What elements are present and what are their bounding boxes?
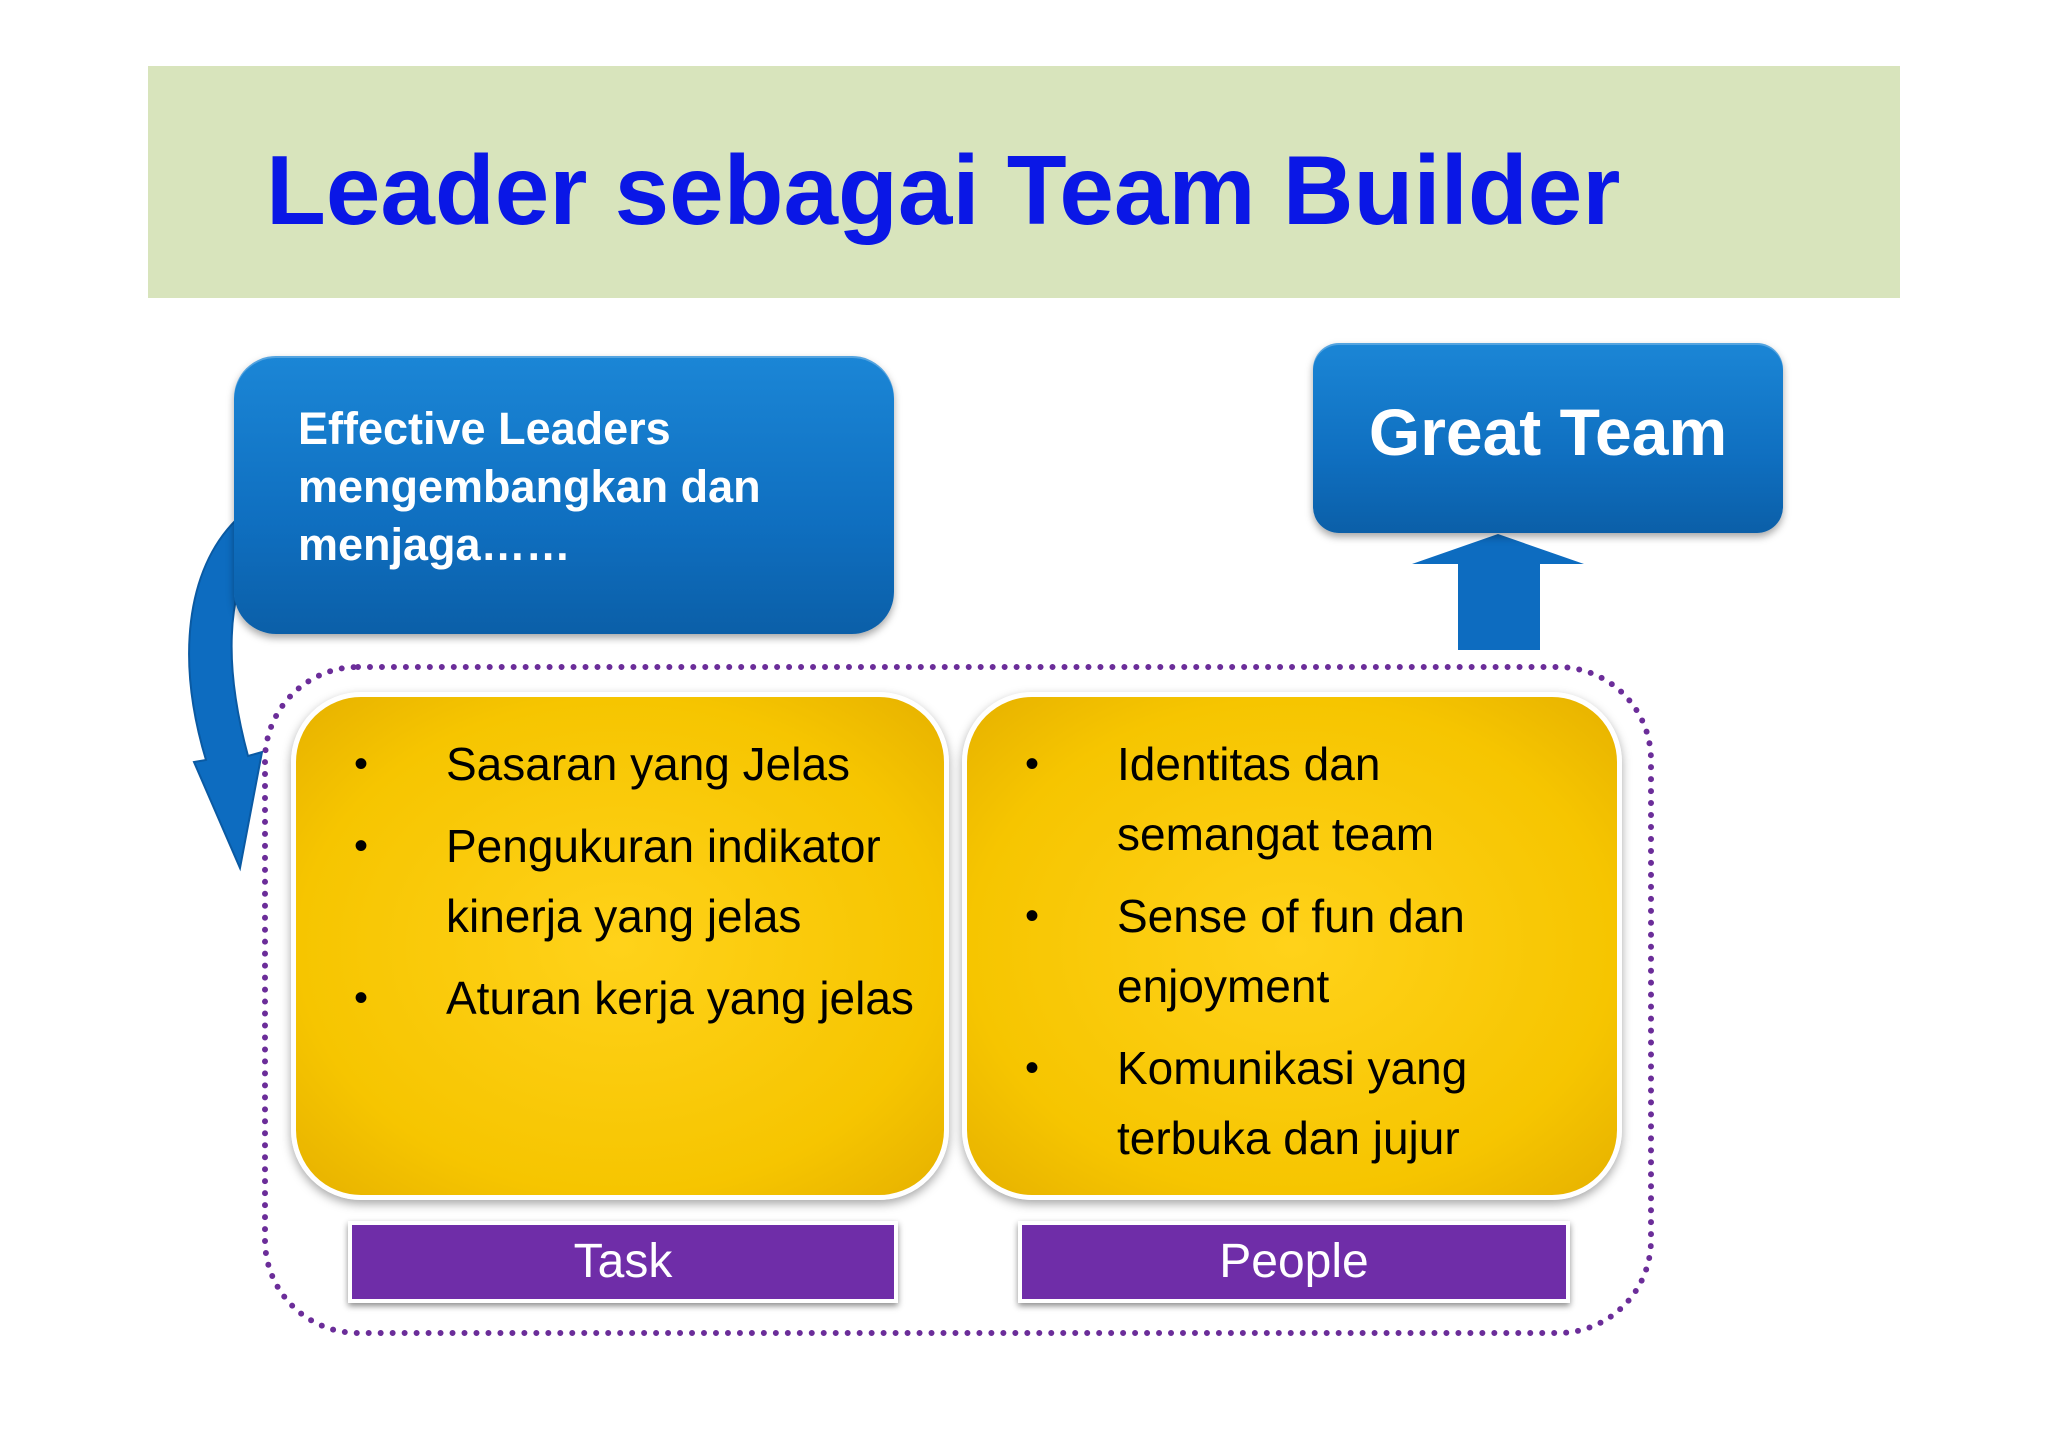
people-item-text: Sense of fun dan enjoyment bbox=[1117, 890, 1465, 1012]
bullet-icon: • bbox=[1025, 742, 1040, 786]
people-item-text: Komunikasi yang terbuka dan jujur bbox=[1117, 1042, 1468, 1164]
bullet-icon: • bbox=[1025, 1046, 1040, 1090]
bullet-icon: • bbox=[354, 824, 369, 868]
task-bullet-list: • Sasaran yang Jelas • Pengukuran indika… bbox=[296, 729, 944, 1045]
slide-title: Leader sebagai Team Builder bbox=[266, 135, 1621, 245]
people-bullet-item: • Komunikasi yang terbuka dan jujur bbox=[967, 1033, 1617, 1173]
effective-leaders-box: Effective Leaders mengembangkan dan menj… bbox=[234, 356, 894, 634]
task-panel: • Sasaran yang Jelas • Pengukuran indika… bbox=[291, 692, 949, 1200]
task-item-text: Sasaran yang Jelas bbox=[446, 738, 851, 790]
great-team-box: Great Team bbox=[1313, 343, 1783, 533]
people-bullet-list: • Identitas dan semangat team • Sense of… bbox=[967, 729, 1617, 1185]
people-label: People bbox=[1018, 1221, 1570, 1303]
up-arrow-icon bbox=[1412, 534, 1584, 650]
task-bullet-item: • Aturan kerja yang jelas bbox=[296, 963, 944, 1033]
people-panel: • Identitas dan semangat team • Sense of… bbox=[962, 692, 1622, 1200]
people-bullet-item: • Identitas dan semangat team bbox=[967, 729, 1617, 869]
bullet-icon: • bbox=[354, 742, 369, 786]
bullet-icon: • bbox=[1025, 894, 1040, 938]
task-label: Task bbox=[348, 1221, 898, 1303]
task-item-text: Aturan kerja yang jelas bbox=[446, 972, 914, 1024]
task-bullet-item: • Sasaran yang Jelas bbox=[296, 729, 944, 799]
task-item-text: Pengukuran indikator kinerja yang jelas bbox=[446, 820, 881, 942]
effective-leaders-text: Effective Leaders mengembangkan dan menj… bbox=[298, 403, 761, 570]
people-bullet-item: • Sense of fun dan enjoyment bbox=[967, 881, 1617, 1021]
great-team-text: Great Team bbox=[1368, 395, 1728, 469]
bullet-icon: • bbox=[354, 976, 369, 1020]
people-item-text: Identitas dan semangat team bbox=[1117, 738, 1435, 860]
dotted-group-container bbox=[262, 664, 1654, 1336]
task-bullet-item: • Pengukuran indikator kinerja yang jela… bbox=[296, 811, 944, 951]
title-banner: Leader sebagai Team Builder bbox=[148, 66, 1900, 298]
